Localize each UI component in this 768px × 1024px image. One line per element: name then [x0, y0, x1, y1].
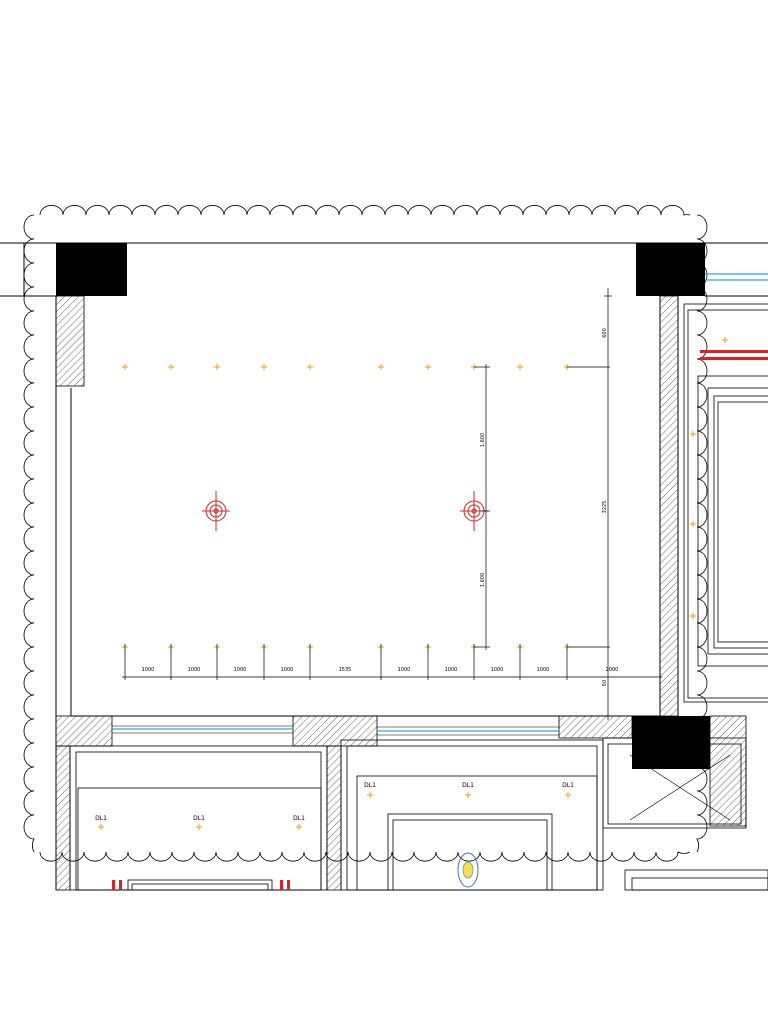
dim-label: 1000 [281, 667, 294, 673]
red-marks-lower [112, 880, 290, 890]
dim-label: 1000 [491, 667, 504, 673]
dl-labels: DL1 DL1 DL1 DL1 DL1 DL1 [95, 782, 574, 822]
dim-label: 1.600 [480, 433, 486, 447]
dim-label: 1000 [188, 667, 201, 673]
dl1-label: DL1 [293, 815, 305, 822]
column-left [56, 243, 127, 296]
dl1-label: DL1 [193, 815, 205, 822]
top-dimension-labels: 1000 1000 1000 1000 1535 1000 1000 1000 … [142, 667, 619, 673]
ceiling-fixture-left [202, 491, 230, 531]
dim-label: 600 [602, 328, 608, 338]
dim-label: 3225 [602, 501, 608, 514]
right-room-frames [683, 303, 768, 703]
column-lower-right [632, 716, 710, 769]
revision-cloud [23, 205, 708, 862]
dim-label: 1000 [445, 667, 458, 673]
lower-cross-box [629, 754, 731, 821]
hatched-walls [55, 295, 747, 891]
dl1-label: DL1 [364, 782, 376, 789]
dimension-lines [122, 288, 662, 720]
column-right [636, 243, 705, 296]
dl1-label: DL1 [562, 782, 574, 789]
dl1-label: DL1 [95, 815, 107, 822]
lower-rooms [69, 737, 768, 891]
dim-label: 1000 [142, 667, 155, 673]
dim-label: 50 [602, 680, 608, 686]
dim-label: 1000 [398, 667, 411, 673]
dim-label: 1000 [234, 667, 247, 673]
windows [112, 273, 768, 736]
dim-label: 1.600 [480, 573, 486, 587]
vertical-dimension-labels: 600 3225 1.600 1.600 50 [480, 328, 608, 686]
red-strip-right [700, 350, 768, 360]
downlights-top-row [121, 363, 571, 371]
pendant-lamp-icon [457, 852, 479, 888]
dl1-label: DL1 [462, 782, 474, 789]
main-walls [0, 242, 768, 890]
downlights-bottom-row [121, 643, 571, 651]
dim-label: 1000 [537, 667, 550, 673]
dim-label: 1535 [339, 667, 352, 673]
downlights-right-room [689, 336, 729, 620]
dim-label: 2000 [606, 667, 619, 673]
